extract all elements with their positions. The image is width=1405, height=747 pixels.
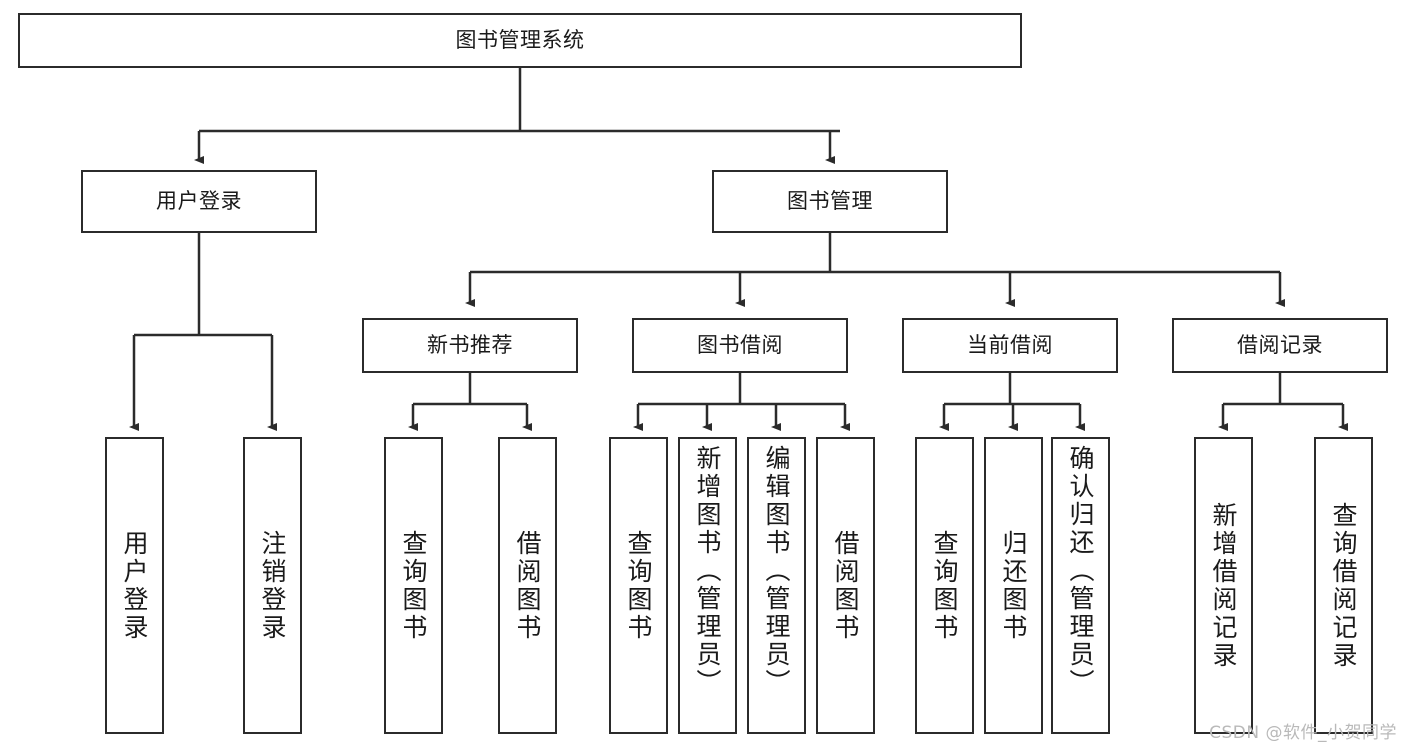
node-label: 确认归还（管理员） bbox=[1066, 445, 1095, 697]
node-label: 用户登录 bbox=[120, 529, 149, 642]
node-label: 用户登录 bbox=[156, 189, 242, 214]
node-label: 查询图书 bbox=[399, 529, 428, 642]
node-leaf-query-borrow-record[interactable]: 查询借阅记录 bbox=[1314, 437, 1373, 734]
node-leaf-borrow-book-recommend[interactable]: 借阅图书 bbox=[498, 437, 557, 734]
node-label: 当前借阅 bbox=[967, 333, 1053, 358]
node-leaf-query-book-borrow[interactable]: 查询图书 bbox=[609, 437, 668, 734]
node-leaf-logout[interactable]: 注销登录 bbox=[243, 437, 302, 734]
node-label: 查询借阅记录 bbox=[1329, 501, 1358, 670]
node-label: 归还图书 bbox=[999, 529, 1028, 642]
node-leaf-add-book-admin[interactable]: 新增图书（管理员） bbox=[678, 437, 737, 734]
node-label: 图书管理 bbox=[787, 189, 873, 214]
node-leaf-query-book-recommend[interactable]: 查询图书 bbox=[384, 437, 443, 734]
node-label: 新书推荐 bbox=[427, 333, 513, 358]
node-label: 图书管理系统 bbox=[455, 28, 585, 53]
node-label: 借阅图书 bbox=[513, 529, 542, 642]
node-borrow-records[interactable]: 借阅记录 bbox=[1172, 318, 1388, 373]
node-label: 新增借阅记录 bbox=[1209, 501, 1238, 670]
node-book-manage[interactable]: 图书管理 bbox=[712, 170, 948, 233]
node-leaf-query-book-current[interactable]: 查询图书 bbox=[915, 437, 974, 734]
node-leaf-return-book[interactable]: 归还图书 bbox=[984, 437, 1043, 734]
node-leaf-borrow-book[interactable]: 借阅图书 bbox=[816, 437, 875, 734]
node-user-login[interactable]: 用户登录 bbox=[81, 170, 317, 233]
node-label: 图书借阅 bbox=[697, 333, 783, 358]
node-leaf-confirm-return-admin[interactable]: 确认归还（管理员） bbox=[1051, 437, 1110, 734]
node-current-borrow[interactable]: 当前借阅 bbox=[902, 318, 1118, 373]
node-book-borrow[interactable]: 图书借阅 bbox=[632, 318, 848, 373]
node-leaf-edit-book-admin[interactable]: 编辑图书（管理员） bbox=[747, 437, 806, 734]
node-label: 编辑图书（管理员） bbox=[762, 445, 791, 697]
node-label: 新增图书（管理员） bbox=[693, 445, 722, 697]
node-leaf-add-borrow-record[interactable]: 新增借阅记录 bbox=[1194, 437, 1253, 734]
node-new-book-recommend[interactable]: 新书推荐 bbox=[362, 318, 578, 373]
node-leaf-user-login[interactable]: 用户登录 bbox=[105, 437, 164, 734]
node-label: 借阅图书 bbox=[831, 529, 860, 642]
node-root-system[interactable]: 图书管理系统 bbox=[18, 13, 1022, 68]
node-label: 注销登录 bbox=[258, 529, 287, 642]
node-label: 查询图书 bbox=[624, 529, 653, 642]
node-label: 查询图书 bbox=[930, 529, 959, 642]
node-label: 借阅记录 bbox=[1237, 333, 1323, 358]
